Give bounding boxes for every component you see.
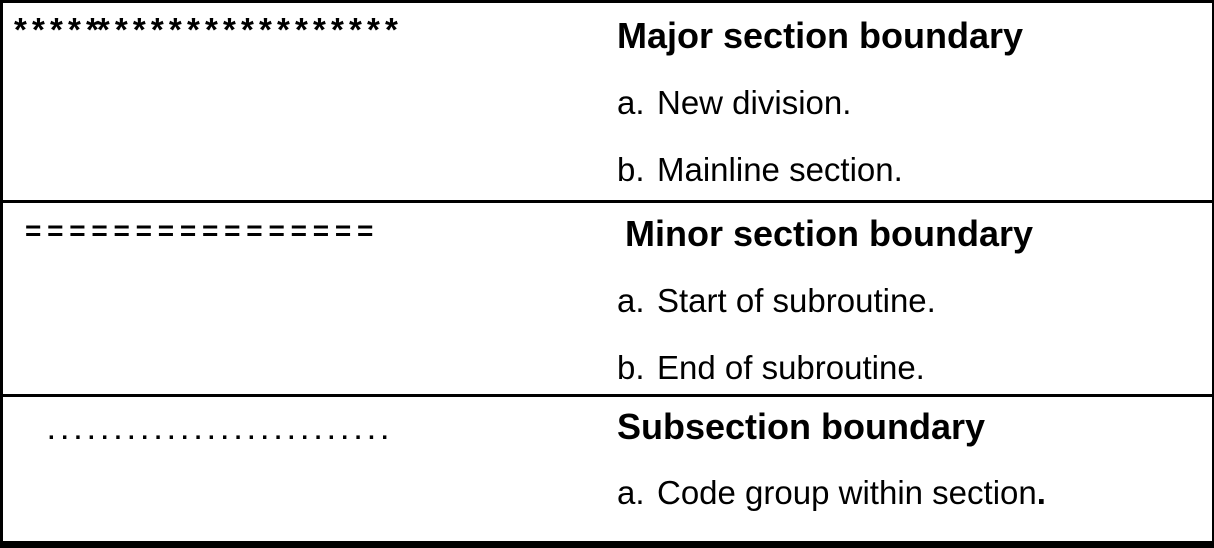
major-section-description: Major section boundary a. New division. …: [617, 3, 1206, 189]
table-row-subsection: . . . . . . . . . . . . . . . . . . . . …: [3, 397, 1212, 535]
list-item-marker: b.: [617, 349, 645, 386]
subsection-description: Subsection boundary a. Code group within…: [617, 397, 1206, 512]
list-item-marker: a.: [617, 282, 645, 319]
list-item-text-main: Code group within section: [657, 474, 1037, 511]
list-item-text-main: New division.: [657, 84, 852, 121]
list-item-text-main: End of subroutine.: [657, 349, 925, 386]
list-item-text: Start of subroutine.: [657, 282, 936, 320]
list-item-text: Mainline section.: [657, 151, 903, 189]
list-item-text-main: Start of subroutine.: [657, 282, 936, 319]
equals-separator-symbol: = = = = = = = = = = = = = = = =: [25, 215, 373, 246]
list-item-marker: a.: [617, 474, 645, 511]
major-section-heading: Major section boundary: [617, 15, 1024, 56]
minor-section-description: Minor section boundary a. Start of subro…: [617, 203, 1206, 387]
list-item: a. Code group within section.: [617, 474, 1206, 512]
table-row-minor-section: = = = = = = = = = = = = = = = = Minor se…: [3, 203, 1212, 397]
asterisk-separator-symbol: * * * * ** * * * * * * * * * * * * * * *…: [14, 11, 398, 48]
list-item: b. Mainline section.: [617, 151, 1206, 189]
list-item: b. End of subroutine.: [617, 349, 1206, 387]
table-row-major-section: * * * * ** * * * * * * * * * * * * * * *…: [3, 3, 1212, 203]
list-item-text: Code group within section.: [657, 474, 1046, 512]
list-item-text-main: Mainline section.: [657, 151, 903, 188]
dotted-separator-symbol: . . . . . . . . . . . . . . . . . . . . …: [48, 418, 389, 445]
list-item: a. New division.: [617, 84, 1206, 122]
list-item: a. Start of subroutine.: [617, 282, 1206, 320]
list-item-marker: b.: [617, 151, 645, 188]
subsection-heading: Subsection boundary: [617, 406, 986, 447]
list-item-text: End of subroutine.: [657, 349, 925, 387]
list-item-marker: a.: [617, 84, 645, 121]
list-item-bold-period: .: [1036, 474, 1046, 511]
list-item-text: New division.: [657, 84, 851, 122]
minor-section-heading: Minor section boundary: [625, 213, 1034, 254]
